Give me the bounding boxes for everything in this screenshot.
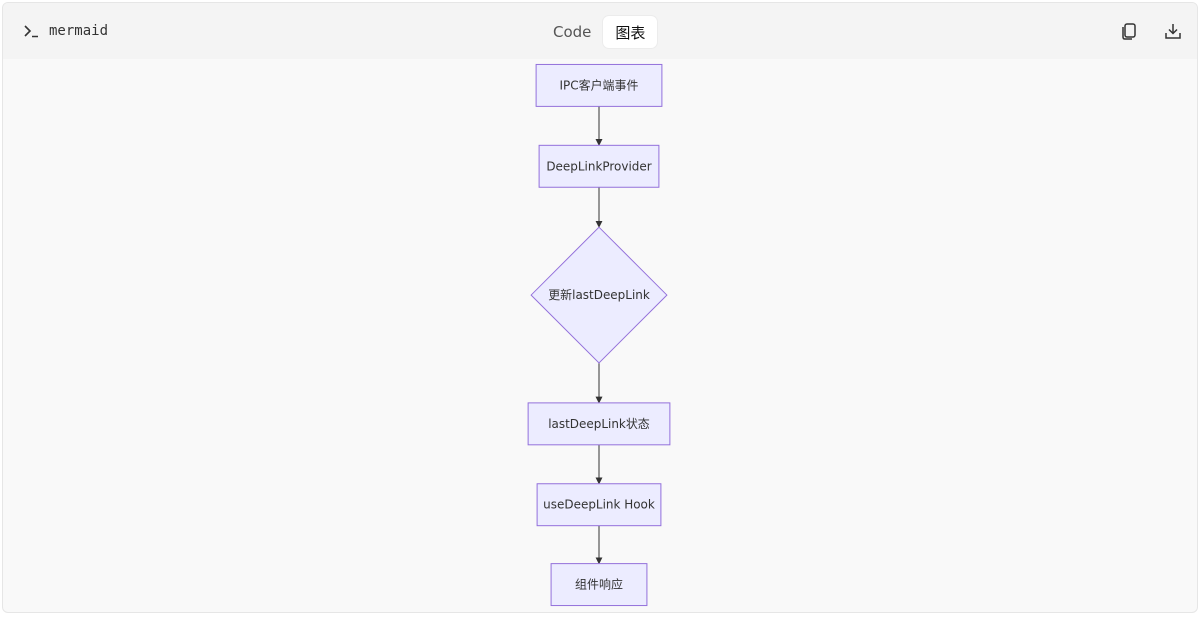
node-label: 更新lastDeepLink (548, 287, 650, 302)
code-block-header: mermaid Code 图表 (3, 3, 1197, 59)
flow-node: DeepLinkProvider (538, 144, 660, 188)
copy-icon (1122, 23, 1136, 40)
download-button[interactable] (1163, 21, 1183, 41)
flow-node: 组件响应 (550, 563, 648, 607)
header-actions (1119, 21, 1183, 41)
process-box (550, 563, 648, 607)
flow-node: IPC客户端事件 (535, 63, 663, 107)
copy-button[interactable] (1119, 21, 1139, 41)
node-label: lastDeepLink状态 (548, 417, 650, 431)
language-label: mermaid (49, 23, 109, 39)
node-label: useDeepLink Hook (543, 498, 655, 512)
terminal-prompt-icon (24, 25, 38, 38)
flow-node: 更新lastDeepLink (530, 226, 668, 364)
tab-code[interactable]: Code (553, 23, 592, 41)
decision-diamond (530, 226, 668, 364)
tab-diagram[interactable]: 图表 (603, 16, 658, 48)
node-label: IPC客户端事件 (560, 77, 639, 92)
view-tabs: Code 图表 (541, 16, 658, 48)
flow-node: useDeepLink Hook (536, 483, 662, 527)
language-label-group: mermaid (23, 23, 108, 39)
process-box (536, 483, 662, 527)
process-box (538, 144, 660, 188)
node-label: 组件响应 (575, 577, 623, 592)
flowchart-canvas: IPC客户端事件 DeepLinkProvider 更新lastDeepLink la… (527, 63, 671, 607)
node-label: DeepLinkProvider (546, 159, 651, 173)
download-icon (1165, 24, 1181, 39)
process-box (527, 402, 671, 446)
flow-node: lastDeepLink状态 (527, 402, 671, 446)
process-box (535, 63, 663, 107)
